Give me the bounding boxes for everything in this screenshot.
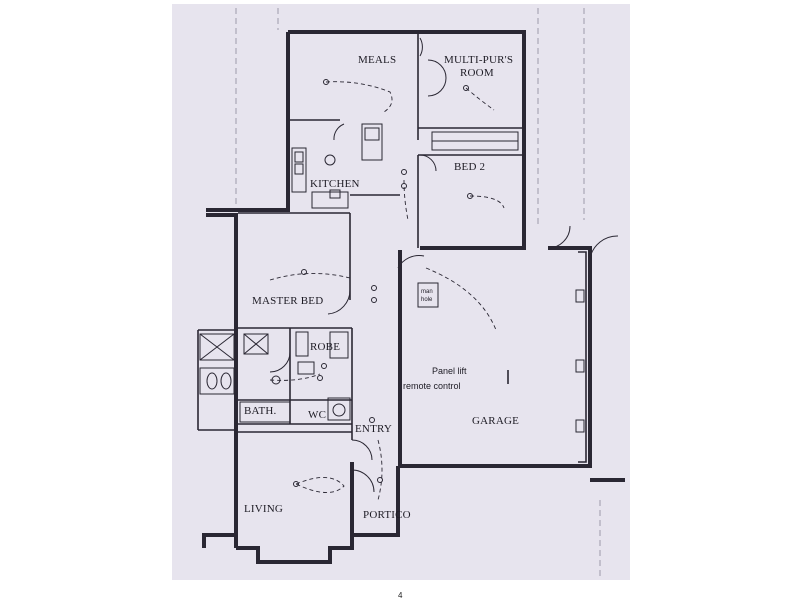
light-points xyxy=(293,79,473,487)
kitchen-fixtures xyxy=(291,123,383,209)
robe-fixtures xyxy=(431,131,519,151)
manhole-label-2: hole xyxy=(421,297,433,303)
garage-door xyxy=(507,251,587,463)
room-label-meals: MEALS xyxy=(358,54,396,66)
room-labels: MEALS MULTI-PUR'S ROOM KITCHEN BED 2 MAS… xyxy=(244,54,519,521)
plan-notes: man hole Panel lift remote control xyxy=(403,289,467,391)
grid-lines xyxy=(235,8,601,580)
room-label-wc: WC xyxy=(308,409,326,421)
page-number: 4 xyxy=(398,591,403,600)
interior-walls xyxy=(197,32,524,440)
room-label-bath: BATH. xyxy=(244,405,277,417)
room-label-portico: PORTICO xyxy=(363,509,411,521)
room-label-kitchen: KITCHEN xyxy=(310,178,360,190)
room-label-bed-2: BED 2 xyxy=(454,161,485,173)
room-label-multi-purpose: MULTI-PUR'S xyxy=(444,54,513,66)
remote-control-label: remote control xyxy=(403,381,461,391)
panel-lift-label: Panel lift xyxy=(432,366,467,376)
door-swings xyxy=(269,37,619,493)
exterior-walls xyxy=(202,30,625,564)
bathroom-fixtures xyxy=(199,331,351,423)
manhole xyxy=(417,282,439,308)
room-label-robe: ROBE xyxy=(310,341,340,353)
room-label-master-bed: MASTER BED xyxy=(252,295,323,307)
wiring xyxy=(269,81,505,501)
room-label-living: LIVING xyxy=(244,503,283,515)
manhole-label: man xyxy=(421,289,433,295)
room-label-multi-purpose-room: ROOM xyxy=(460,67,494,79)
room-label-entry: ENTRY xyxy=(355,423,392,435)
room-label-garage: GARAGE xyxy=(472,415,519,427)
